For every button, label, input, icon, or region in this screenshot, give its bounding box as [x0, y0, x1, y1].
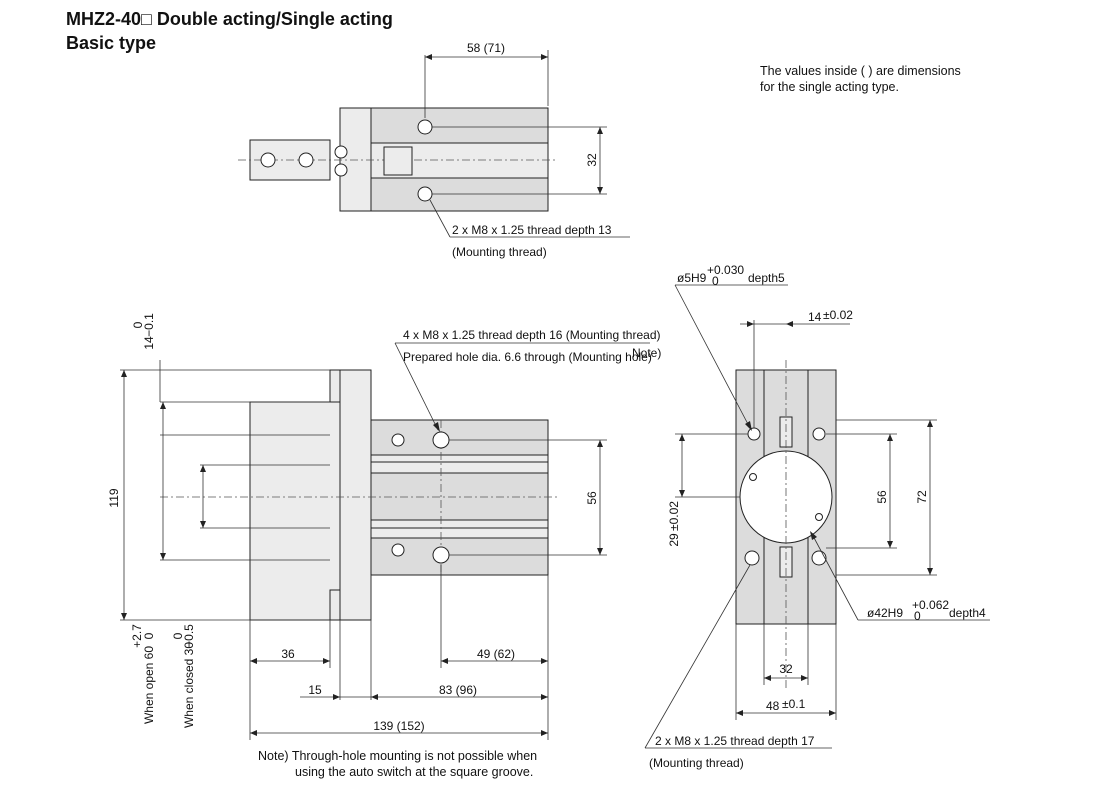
side-dim-open-tol-top: +2.7: [130, 624, 144, 648]
side-dim-closed-tol-top: 0: [171, 632, 185, 639]
end-mount-hole-2: [744, 550, 760, 566]
end-dim-48-tol: ±0.1: [782, 697, 806, 711]
end-bore-depth: depth4: [949, 606, 986, 620]
side-dim-83: 83 (96): [439, 683, 477, 697]
single-acting-note: The values inside ( ) are dimensions for…: [760, 63, 961, 95]
side-dim-36: 36: [281, 647, 295, 661]
top-flange: [339, 107, 372, 212]
side-thread-label: 4 x M8 x 1.25 thread depth 16 (Mounting …: [403, 328, 661, 342]
side-hole-label-sup: Note): [632, 346, 661, 360]
footnote-line1: Through-hole mounting is not possible wh…: [291, 749, 538, 763]
footnote-label: Note): [258, 749, 289, 763]
top-view: 58 (71) 32 2 x M8 x 1.25 thread depth 13…: [238, 41, 630, 259]
side-dim-56: 56: [585, 491, 599, 505]
side-dim-total-height: 119: [107, 488, 121, 507]
side-dim-15: 15: [308, 683, 322, 697]
footnote-line2: using the auto switch at the square groo…: [295, 765, 534, 779]
top-jaw-hole-1: [260, 152, 276, 168]
end-mount-hole-1: [812, 427, 826, 441]
end-mount-hole-3: [811, 550, 827, 566]
end-pin-label: ø5H9: [677, 271, 707, 285]
end-thread-note: (Mounting thread): [649, 756, 744, 770]
side-dim-jaw-tol-bot: −0.1: [142, 313, 156, 337]
side-dim-open: When open 60: [142, 646, 156, 724]
side-dim-open-tol-bot: 0: [142, 632, 156, 639]
end-pin-depth: depth5: [748, 271, 785, 285]
end-dim-14: 14: [808, 310, 822, 324]
end-dim-48: 48: [766, 699, 780, 713]
side-mount-hole-2: [432, 546, 450, 564]
end-pin-tol-bot: 0: [712, 274, 719, 288]
single-acting-note-line2: for the single acting type.: [760, 80, 899, 94]
top-dim-width: 58 (71): [467, 41, 505, 55]
side-flange: [339, 369, 372, 621]
top-dim-height: 32: [585, 153, 599, 167]
footnote: Note) Through-hole mounting is not possi…: [258, 748, 537, 780]
side-hole-label: Prepared hole dia. 6.6 through (Mounting…: [403, 350, 652, 364]
end-pin-tol-top: +0.030: [707, 263, 744, 277]
page-subtitle: Basic type: [66, 33, 157, 53]
side-dim-jaw: 14: [142, 336, 156, 350]
end-dim-32: 32: [779, 662, 793, 676]
end-bore-label: ø42H9: [867, 606, 903, 620]
top-thread-note: (Mounting thread): [452, 245, 547, 259]
end-thread-label: 2 x M8 x 1.25 thread depth 17: [655, 734, 815, 748]
page-title: MHZ2-40□ Double acting/Single acting: [66, 9, 393, 29]
end-pin-hole: [747, 427, 761, 441]
side-mount-hole-1: [432, 431, 450, 449]
top-mount-hole-1: [417, 119, 433, 135]
side-pin-hole-2: [391, 543, 405, 557]
side-pin-hole-1: [391, 433, 405, 447]
end-bore-tol-top: +0.062: [912, 598, 949, 612]
side-dim-jaw-tol-top: 0: [131, 321, 145, 328]
end-dim-56: 56: [875, 490, 889, 504]
end-dim-29: 29: [667, 533, 681, 547]
side-dim-139: 139 (152): [373, 719, 424, 733]
end-dim-29-tol: ±0.02: [667, 501, 681, 531]
end-dim-72: 72: [915, 490, 929, 504]
end-bore-tol-bot: 0: [914, 609, 921, 623]
single-acting-note-line1: The values inside ( ) are dimensions: [760, 64, 961, 78]
side-view: 119 14 0 −0.1 When open 60 +2.7 0 When c…: [107, 313, 661, 740]
top-thread-label: 2 x M8 x 1.25 thread depth 13: [452, 223, 612, 237]
side-dim-closed-tol-bot: −0.5: [182, 624, 196, 648]
side-dim-closed: When closed 30: [182, 642, 196, 728]
end-view: ø5H9 +0.030 0 depth5 14 ±0.02 29 ±0.02 5…: [644, 263, 990, 770]
end-dim-14-tol: ±0.02: [823, 308, 853, 322]
side-jaw-block: [249, 401, 341, 621]
top-mount-hole-2: [417, 186, 433, 202]
top-jaw-hole-2: [298, 152, 314, 168]
end-bore: [739, 450, 833, 544]
side-dim-49: 49 (62): [477, 647, 515, 661]
